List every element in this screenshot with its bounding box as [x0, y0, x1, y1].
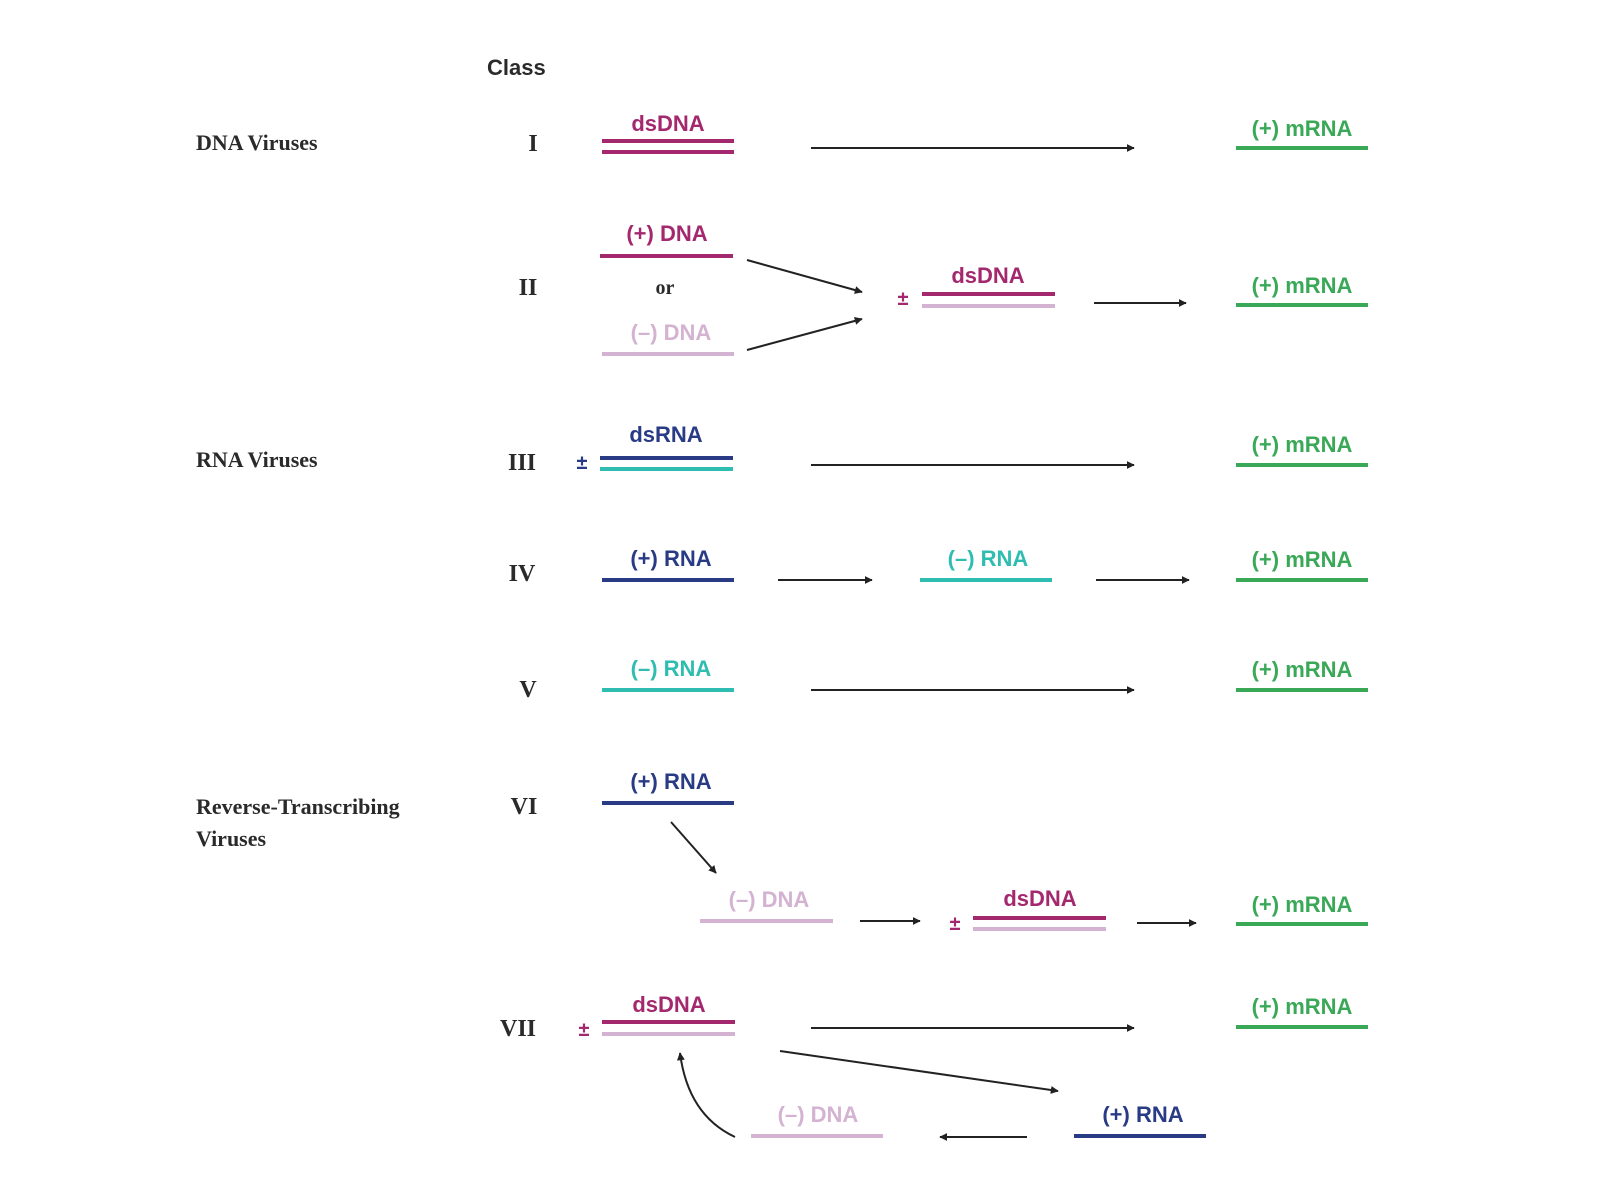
class-i: I	[528, 131, 537, 157]
plus-minus-sign: ±	[950, 913, 961, 935]
label-plus-rna: (+) RNA	[1102, 1102, 1183, 1127]
arrow	[746, 259, 863, 294]
group-label-viruses: Viruses	[196, 826, 267, 851]
label-mrna: (+) mRNA	[1252, 273, 1353, 298]
class-header: Class	[487, 55, 546, 80]
row-class-v: (–) RNA (+) mRNA	[602, 656, 1368, 694]
label-dsdna: dsDNA	[632, 992, 705, 1017]
class-iv: IV	[509, 561, 536, 587]
class-ii: II	[519, 275, 538, 301]
label-mrna: (+) mRNA	[1252, 657, 1353, 682]
group-label-rna-viruses: RNA Viruses	[196, 447, 318, 472]
label-mrna: (+) mRNA	[1252, 892, 1353, 917]
label-mrna: (+) mRNA	[1252, 994, 1353, 1019]
or-label: or	[656, 277, 675, 299]
label-dsdna: dsDNA	[951, 263, 1024, 288]
class-v: V	[519, 677, 537, 703]
row-class-iv: (+) RNA (–) RNA (+) mRNA	[602, 546, 1368, 584]
row-class-i: dsDNA (+) mRNA	[602, 111, 1368, 154]
label-minus-rna: (–) RNA	[631, 656, 712, 681]
row-class-vii: ± dsDNA (+) mRNA (+) RNA (–) DNA	[579, 992, 1368, 1141]
row-class-ii: (+) DNA or (–) DNA ± dsDNA (+) mRNA	[600, 221, 1368, 356]
arrow	[676, 1052, 736, 1138]
label-mrna: (+) mRNA	[1252, 432, 1353, 457]
label-mrna: (+) mRNA	[1252, 116, 1353, 141]
label-plus-rna: (+) RNA	[630, 546, 711, 571]
group-label-dna-viruses: DNA Viruses	[196, 130, 318, 155]
label-dsrna: dsRNA	[629, 422, 702, 447]
class-vi: VI	[511, 794, 538, 820]
arrow	[670, 821, 717, 874]
label-plus-rna: (+) RNA	[630, 769, 711, 794]
label-dsdna: dsDNA	[631, 111, 704, 136]
row-class-vi: (+) RNA (–) DNA ± dsDNA (+) mRNA	[602, 769, 1368, 935]
class-iii: III	[508, 450, 536, 476]
plus-minus-sign: ±	[577, 452, 588, 474]
plus-minus-sign: ±	[579, 1019, 590, 1041]
group-label-reverse-transcribing: Reverse-Transcribing	[196, 794, 400, 819]
label-minus-dna: (–) DNA	[778, 1102, 859, 1127]
label-plus-dna: (+) DNA	[626, 221, 707, 246]
label-minus-dna: (–) DNA	[729, 887, 810, 912]
class-vii: VII	[500, 1016, 536, 1042]
plus-minus-sign: ±	[898, 288, 909, 310]
arrow	[779, 1050, 1059, 1094]
arrow	[746, 317, 863, 351]
label-minus-dna: (–) DNA	[631, 320, 712, 345]
label-minus-rna: (–) RNA	[948, 546, 1029, 571]
label-dsdna: dsDNA	[1003, 886, 1076, 911]
label-mrna: (+) mRNA	[1252, 547, 1353, 572]
row-class-iii: ± dsRNA (+) mRNA	[577, 422, 1368, 474]
